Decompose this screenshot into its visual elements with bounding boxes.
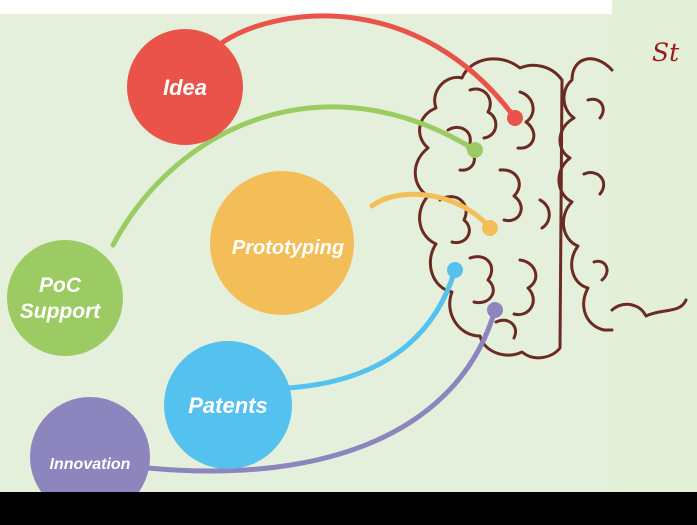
node-label-poc-line2: Support bbox=[20, 300, 101, 323]
endpoint-innovation bbox=[487, 302, 503, 318]
node-prototyping bbox=[210, 171, 354, 315]
bottom-bar bbox=[0, 492, 697, 525]
connector-poc bbox=[110, 104, 478, 248]
endpoint-poc bbox=[467, 142, 483, 158]
node-idea bbox=[127, 29, 243, 145]
node-patents bbox=[164, 341, 292, 469]
node-label-prototyping: Prototyping bbox=[232, 237, 344, 259]
endpoint-idea bbox=[507, 110, 523, 126]
node-label-poc-line1: PoC bbox=[39, 274, 82, 297]
right-panel bbox=[612, 0, 697, 492]
connector-innovation bbox=[145, 307, 498, 474]
node-innovation bbox=[30, 397, 150, 492]
node-label-innovation: Innovation bbox=[50, 456, 131, 473]
diagram-canvas: Idea PoC Support Prototyping Patents Inn… bbox=[0, 0, 697, 492]
top-bar bbox=[0, 0, 612, 14]
connector-prototyping bbox=[369, 191, 493, 231]
node-label-idea: Idea bbox=[163, 75, 207, 100]
connectors bbox=[110, 13, 518, 474]
node-label-patents: Patents bbox=[188, 393, 267, 418]
node-poc bbox=[7, 240, 123, 356]
heading-text: St bbox=[652, 38, 680, 67]
brain-icon bbox=[413, 57, 688, 360]
connector-patents bbox=[285, 267, 458, 391]
connector-idea bbox=[220, 13, 518, 121]
endpoint-patents bbox=[447, 262, 463, 278]
endpoint-prototyping bbox=[482, 220, 498, 236]
brain-diagram: Idea PoC Support Prototyping Patents Inn… bbox=[7, 13, 688, 492]
